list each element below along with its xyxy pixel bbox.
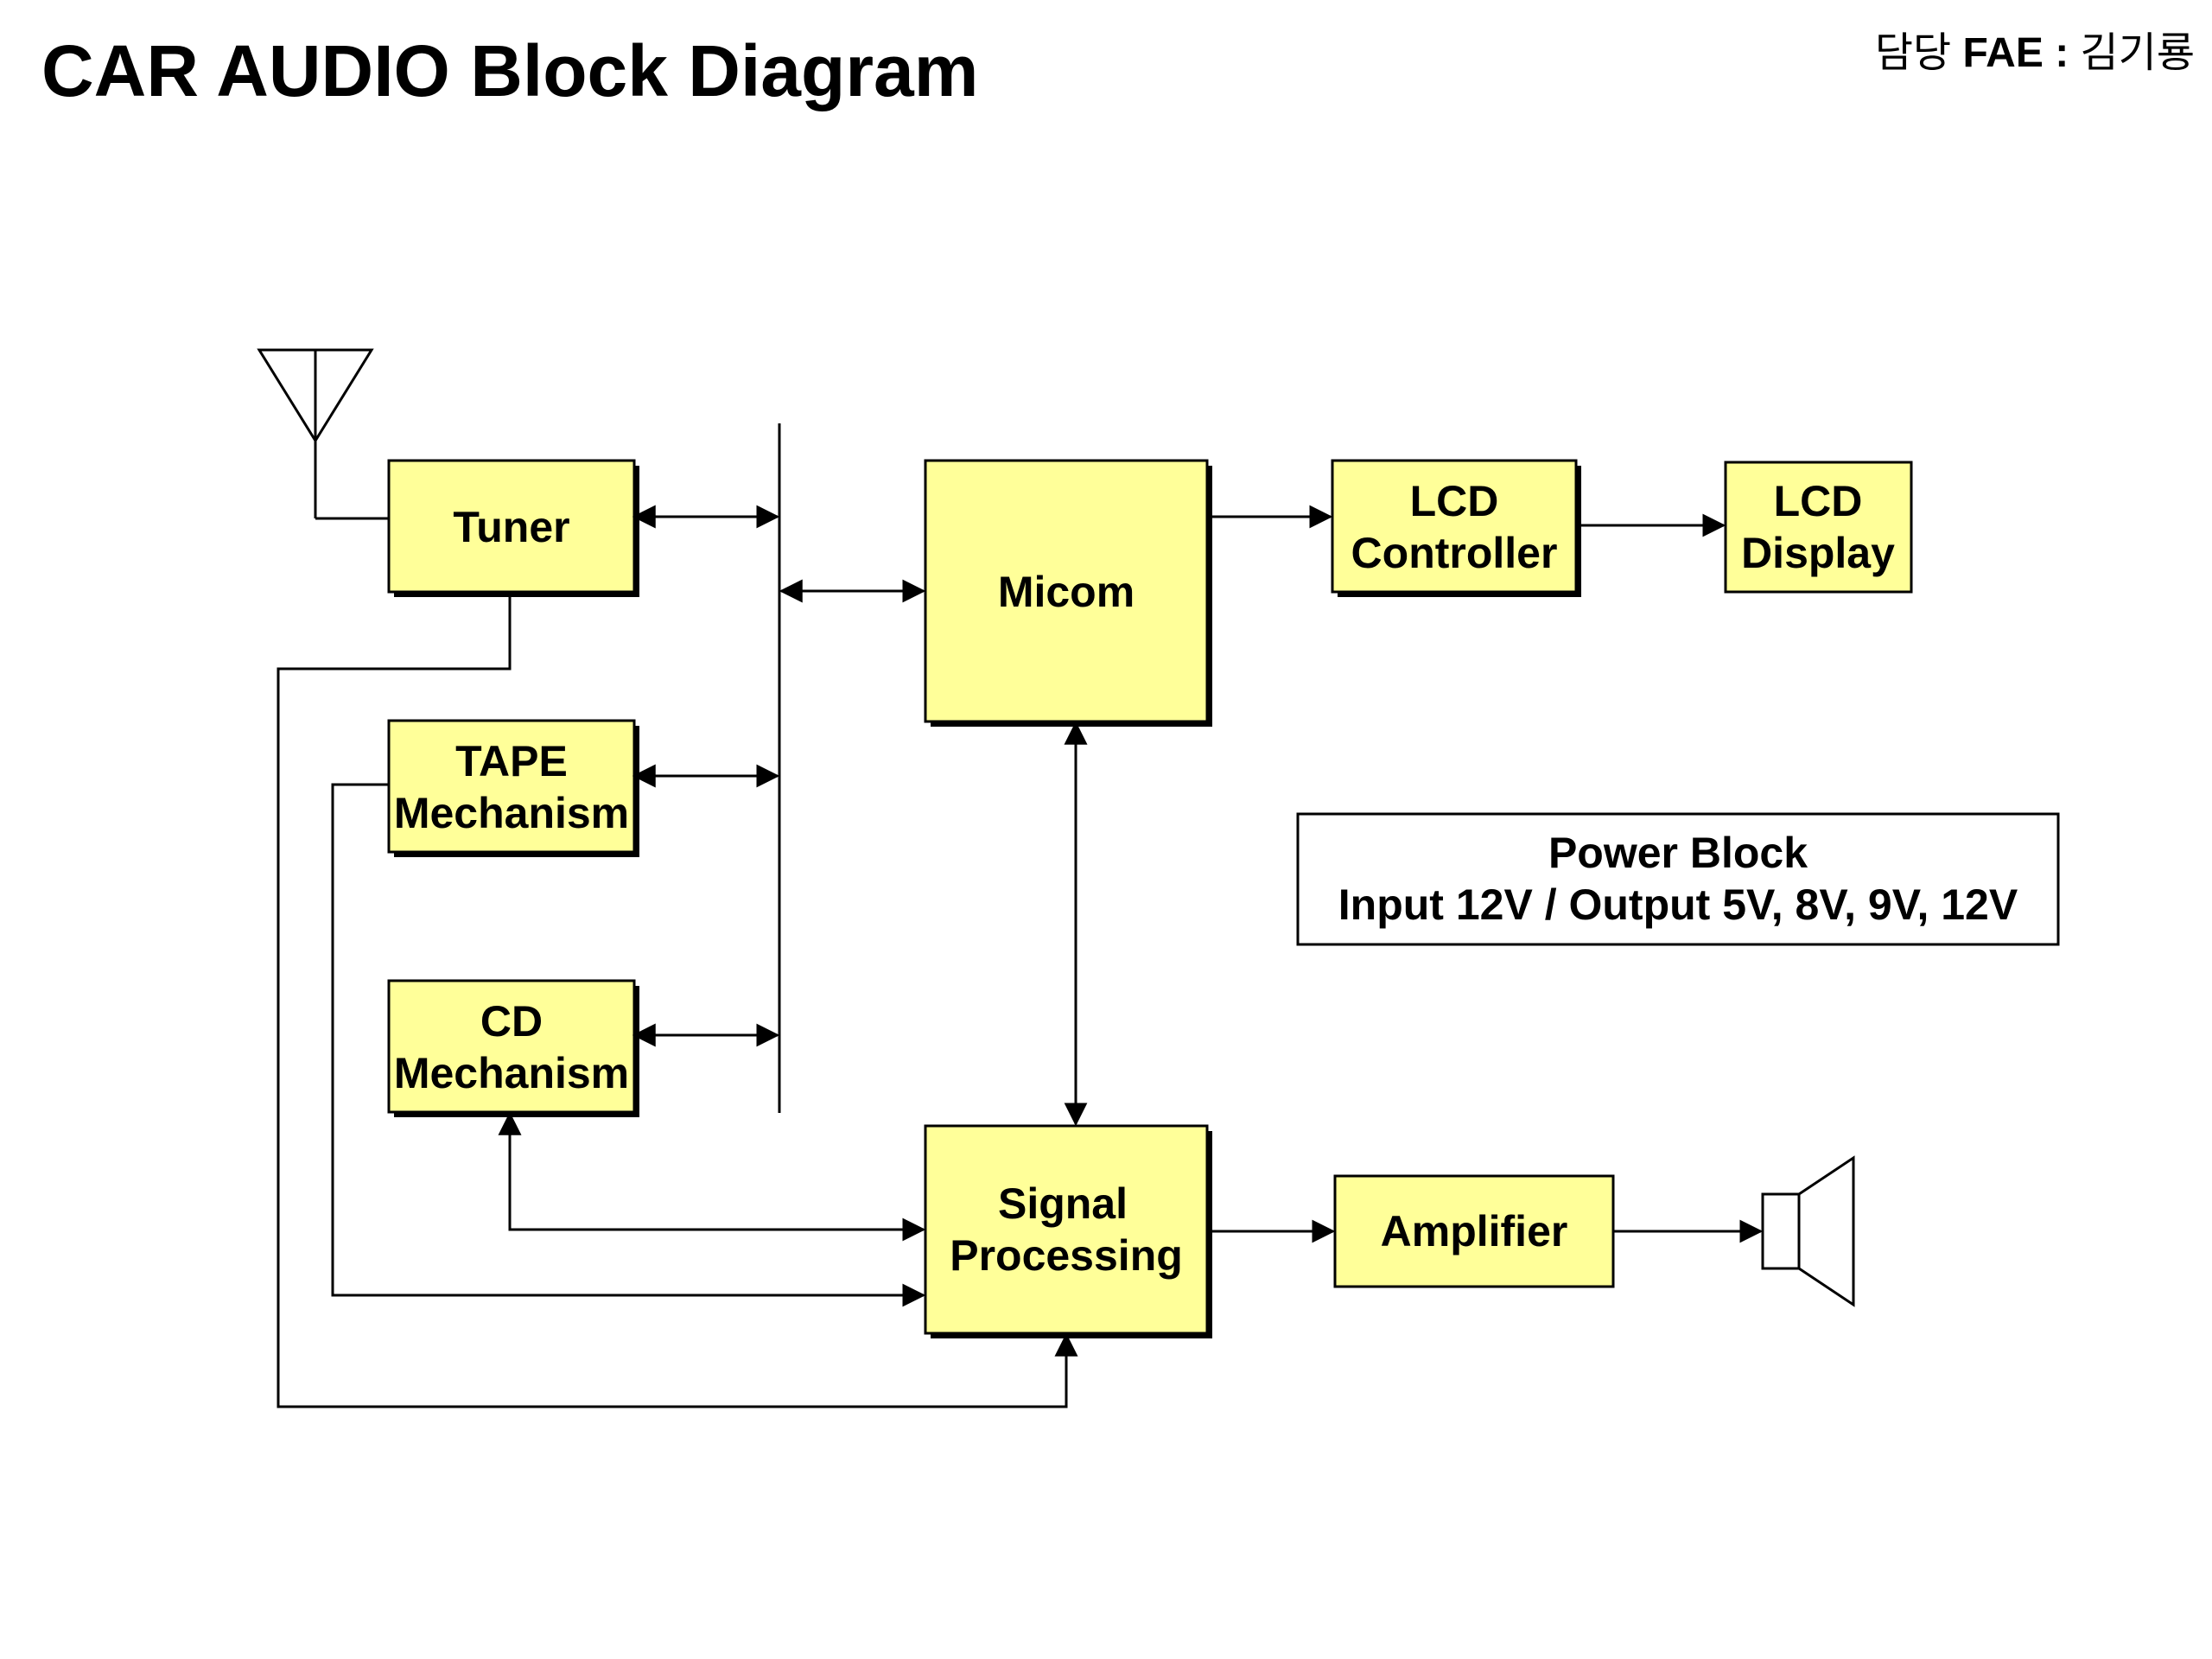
signal-processing-label-line2: Processing (950, 1231, 1183, 1280)
tuner-label: Tuner (453, 503, 569, 551)
tuner-signal-path (276, 592, 1078, 1408)
tape-mechanism-block: TAPE Mechanism (387, 719, 639, 857)
cd-mechanism-block: CD Mechanism (387, 979, 639, 1117)
lcd-display-label-line2: Display (1741, 529, 1895, 577)
tape-label-line1: TAPE (455, 737, 568, 785)
amplifier-label: Amplifier (1381, 1207, 1568, 1255)
fae-owner: 담당 FAE : 김기룡 (1875, 33, 2195, 74)
owner-role: FAE : (1962, 30, 2069, 76)
tuner-block: Tuner (387, 459, 639, 597)
power-block: Power Block Input 12V / Output 5V, 8V, 9… (1296, 812, 2060, 946)
signal-processing-label-line1: Signal (998, 1179, 1128, 1228)
cd-signal-path (498, 1111, 926, 1242)
signal-processing-block: Signal Processing (924, 1124, 1212, 1338)
lcd-controller-block: LCD Controller (1331, 459, 1581, 597)
amplifier-block: Amplifier (1333, 1174, 1615, 1288)
owner-prefix: 담당 (1874, 30, 1952, 76)
tape-label-line2: Mechanism (394, 789, 629, 837)
antenna-icon (257, 348, 374, 518)
tape-signal-path (331, 783, 926, 1307)
owner-name: 김기룡 (2080, 30, 2195, 76)
lcd-display-block: LCD Display (1724, 461, 1913, 594)
cd-label-line1: CD (480, 997, 543, 1046)
power-label-line1: Power Block (1548, 829, 1808, 877)
micom-label: Micom (998, 568, 1135, 616)
power-label-line2: Input 12V / Output 5V, 8V, 9V, 12V (1338, 880, 2018, 929)
page-title: CAR AUDIO Block Diagram (41, 30, 979, 111)
speaker-icon (1761, 1155, 1855, 1307)
micom-block: Micom (924, 459, 1212, 727)
lcd-controller-label-line1: LCD (1410, 477, 1499, 525)
lcd-display-label-line1: LCD (1774, 477, 1863, 525)
cd-label-line2: Mechanism (394, 1049, 629, 1097)
lcd-controller-label-line2: Controller (1351, 529, 1558, 577)
